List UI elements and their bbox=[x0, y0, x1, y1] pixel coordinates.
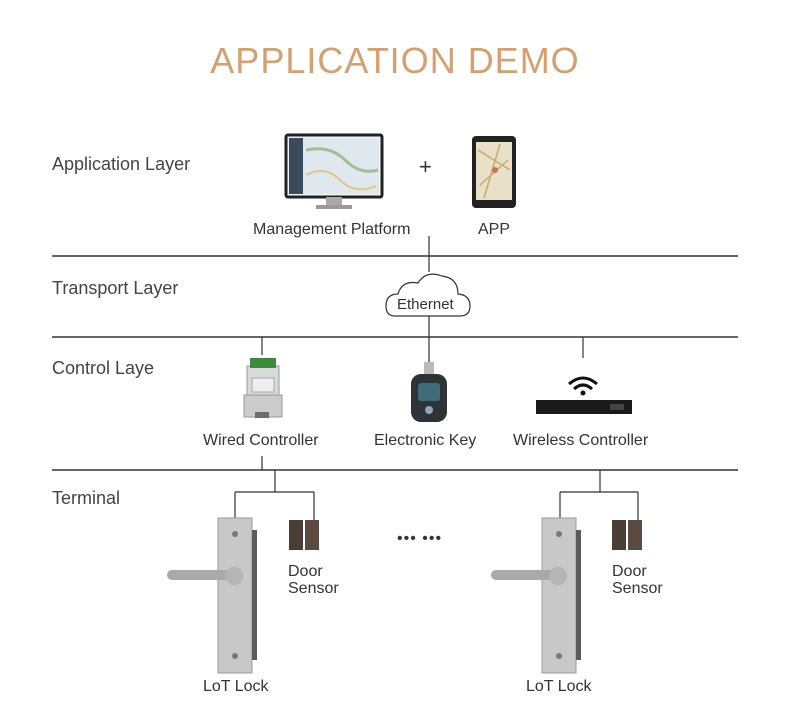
door-lock-icon bbox=[167, 517, 257, 674]
layer-label-control: Control Laye bbox=[52, 358, 155, 378]
wired-controller-icon bbox=[243, 358, 283, 418]
wireless-controller-icon bbox=[536, 376, 632, 414]
door-sensor-label: Door Sensor bbox=[288, 563, 339, 597]
wireless-controller-label: Wireless Controller bbox=[513, 432, 649, 449]
management-platform-label: Management Platform bbox=[253, 221, 411, 238]
cloud-icon bbox=[385, 273, 471, 317]
wired-controller-label: Wired Controller bbox=[203, 432, 319, 449]
door-sensor-icon bbox=[612, 520, 642, 550]
electronic-key-label: Electronic Key bbox=[374, 432, 477, 449]
layer-label-transport: Transport Layer bbox=[52, 278, 179, 298]
plus-sign: + bbox=[419, 154, 432, 179]
door-sensor-label: Door Sensor bbox=[612, 563, 663, 597]
lot-lock-label: LoT Lock bbox=[203, 678, 269, 695]
electronic-key-icon bbox=[411, 362, 447, 422]
ethernet-label: Ethernet bbox=[397, 296, 454, 313]
door-lock-icon bbox=[491, 517, 581, 674]
door-sensor-icon bbox=[289, 520, 319, 550]
ellipsis-separator: ••• ••• bbox=[397, 530, 443, 547]
layer-label-terminal: Terminal bbox=[52, 488, 121, 508]
lot-lock-label: LoT Lock bbox=[526, 678, 592, 695]
app-label: APP bbox=[478, 221, 511, 238]
layer-label-application: Application Layer bbox=[52, 154, 191, 174]
monitor-icon bbox=[284, 133, 384, 209]
page-title: APPLICATION DEMO bbox=[210, 40, 580, 81]
tablet-icon bbox=[472, 136, 516, 208]
